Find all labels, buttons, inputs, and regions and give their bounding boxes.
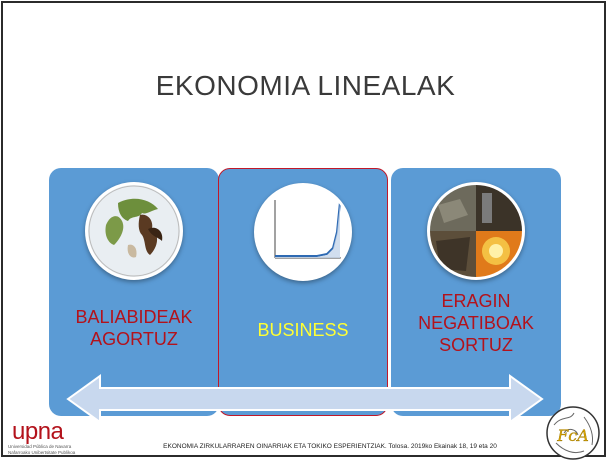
card-label-line: AGORTUZ [90, 329, 178, 349]
card-label-line: BALIABIDEAK [75, 307, 193, 327]
upna-subtitle: Universidad Pública de Navarra Nafarroak… [8, 444, 88, 455]
card-business: BUSINESS [218, 168, 388, 416]
card-label-line: NEGATIBOAK [418, 313, 534, 333]
globe-earth-icon [85, 182, 183, 280]
fca-logo-icon: FcA [546, 406, 600, 460]
upna-logo: upna [12, 418, 64, 445]
footer-caption: EKONOMIA ZIRKULARRAREN OINARRIAK ETA TOK… [163, 443, 497, 450]
card-label-line: ERAGIN [441, 291, 511, 311]
growth-chart-image [254, 183, 352, 281]
slide-title: EKONOMIA LINEALAK [155, 70, 456, 101]
pollution-collage-image [427, 182, 525, 280]
double-headed-arrow-icon [66, 374, 544, 424]
card-baliabideak: BALIABIDEAK AGORTUZ [49, 168, 219, 416]
card-label-line: SORTUZ [439, 335, 513, 355]
card-label-line: BUSINESS [257, 320, 349, 340]
upna-subtitle-line: Universidad Pública de Navarra [8, 444, 72, 449]
fca-logo-text: FcA [556, 426, 589, 445]
card-eragin: ERAGIN NEGATIBOAK SORTUZ [391, 168, 561, 416]
upna-subtitle-line: Nafarroako Unibertsitate Publikoa [8, 449, 76, 455]
